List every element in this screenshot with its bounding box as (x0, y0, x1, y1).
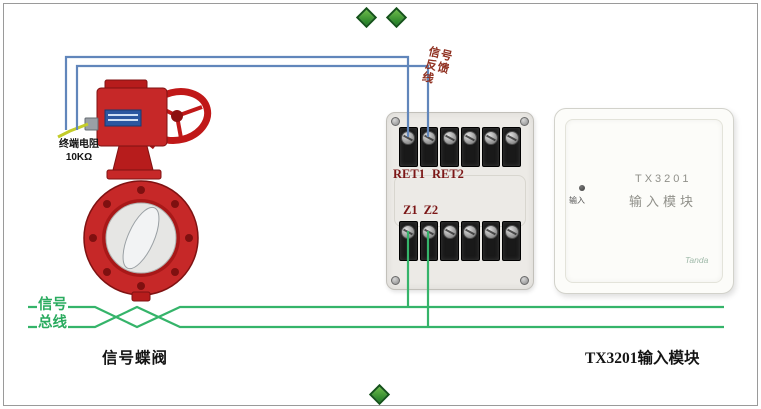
valve-bottom-lug (131, 291, 151, 302)
input-led-label: 输入 (569, 196, 585, 205)
signal-bus-label-line: 总线 (37, 314, 68, 332)
ret-terminal-labels: RET1 RET2 (393, 167, 464, 182)
terminal (461, 127, 480, 167)
terminal (481, 127, 501, 167)
input-led-icon (579, 185, 585, 191)
butterfly-valve-illustration (83, 79, 212, 302)
terminal-block (386, 112, 534, 290)
terminal-screw-icon (422, 225, 436, 239)
terminal-resistor-label: 终端电阻 10KΩ (50, 139, 108, 164)
terminal-row-bottom (399, 221, 522, 261)
terminal (502, 221, 522, 261)
terminal-screw-icon (504, 131, 519, 145)
signal-bus-label-line: 信号 (37, 296, 68, 314)
ret2-label: RET2 (431, 167, 464, 181)
terminal-row-top (399, 127, 522, 167)
module-caption: TX3201输入模块 (585, 350, 700, 367)
valve-flange (106, 169, 162, 180)
tx3201-module-face (565, 119, 723, 283)
signal-bus-label: 信号 总线 (37, 296, 68, 332)
terminal-resistor-value: 10KΩ (65, 151, 93, 163)
valve-disc (122, 206, 160, 270)
terminal (399, 127, 418, 167)
z1-label: Z1 (403, 203, 418, 217)
terminal (399, 221, 418, 261)
terminal (502, 127, 522, 167)
terminal (419, 127, 439, 167)
mounting-screw-icon (391, 276, 400, 285)
terminal (440, 221, 460, 261)
terminal-screw-icon (484, 131, 499, 145)
valve-caption: 信号蝶阀 (102, 350, 169, 367)
terminal-block-opening (394, 175, 526, 227)
tx3201-model-text: TX3201 (635, 173, 692, 185)
terminal-screw-icon (442, 131, 457, 145)
terminal-screw-icon (484, 225, 499, 239)
terminal (481, 221, 501, 261)
terminal (419, 221, 439, 261)
terminal (461, 221, 480, 261)
terminal-screw-icon (442, 225, 457, 239)
terminal-screw-icon (463, 225, 478, 239)
terminal-screw-icon (401, 225, 416, 239)
terminal-screw-icon (401, 131, 416, 145)
z2-label: Z2 (423, 203, 439, 217)
terminal-screw-icon (422, 131, 436, 145)
mounting-screw-icon (520, 276, 529, 285)
ret1-label: RET1 (393, 167, 425, 181)
terminal-resistor-label-line: 终端电阻 (59, 139, 99, 150)
valve-actuator (84, 79, 168, 147)
z-terminal-labels: Z1 Z2 (403, 203, 438, 218)
brand-logo: Tanda (685, 255, 709, 265)
mounting-screw-icon (391, 117, 400, 126)
terminal-screw-icon (504, 225, 519, 239)
diagram-border (3, 3, 758, 406)
tx3201-module: 输入 TX3201 输入模块 Tanda (554, 108, 734, 294)
valve-neck (112, 145, 154, 171)
terminal (440, 127, 460, 167)
terminal-screw-icon (463, 131, 478, 145)
tx3201-name-text: 输入模块 (629, 194, 698, 209)
mounting-screw-icon (520, 117, 529, 126)
valve-body (83, 180, 199, 296)
